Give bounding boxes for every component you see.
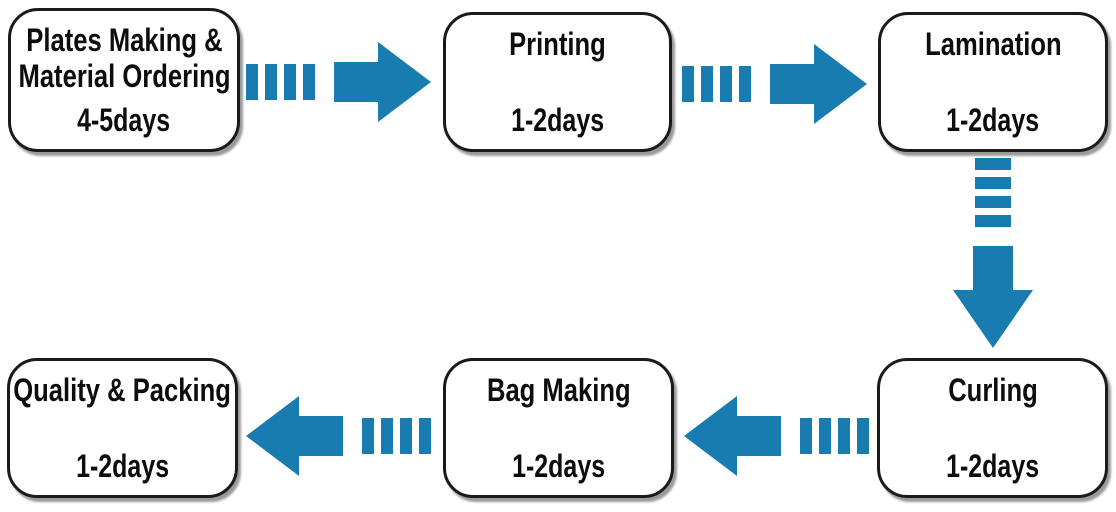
step-duration: 1-2days [946,102,1040,138]
step-box-lamination: Lamination 1-2days [878,12,1108,152]
step-box-bag-making: Bag Making 1-2days [443,358,674,498]
step-title: Lamination [924,26,1062,62]
dashed-arrow-left-icon [246,384,431,488]
step-box-printing: Printing 1-2days [443,12,672,152]
step-duration: 1-2days [76,448,169,484]
step-title: Printing [509,26,606,62]
dashed-arrow-down-icon [941,158,1045,348]
step-box-plates-material: Plates Making & Material Ordering 4-5day… [8,8,240,152]
step-duration: 4-5days [77,102,171,138]
step-title: Quality & Packing [13,372,232,408]
dashed-arrow-left-icon [684,384,869,488]
step-title: Curling [947,372,1038,408]
dashed-arrow-right-icon [246,30,431,134]
step-duration: 1-2days [512,448,605,484]
step-title: Plates Making & Material Ordering [18,22,230,94]
dashed-arrow-right-icon [682,32,867,136]
step-title: Bag Making [486,372,631,408]
step-duration: 1-2days [946,448,1039,484]
step-duration: 1-2days [511,102,604,138]
step-box-curling: Curling 1-2days [877,358,1108,498]
step-box-quality-packing: Quality & Packing 1-2days [7,358,238,498]
